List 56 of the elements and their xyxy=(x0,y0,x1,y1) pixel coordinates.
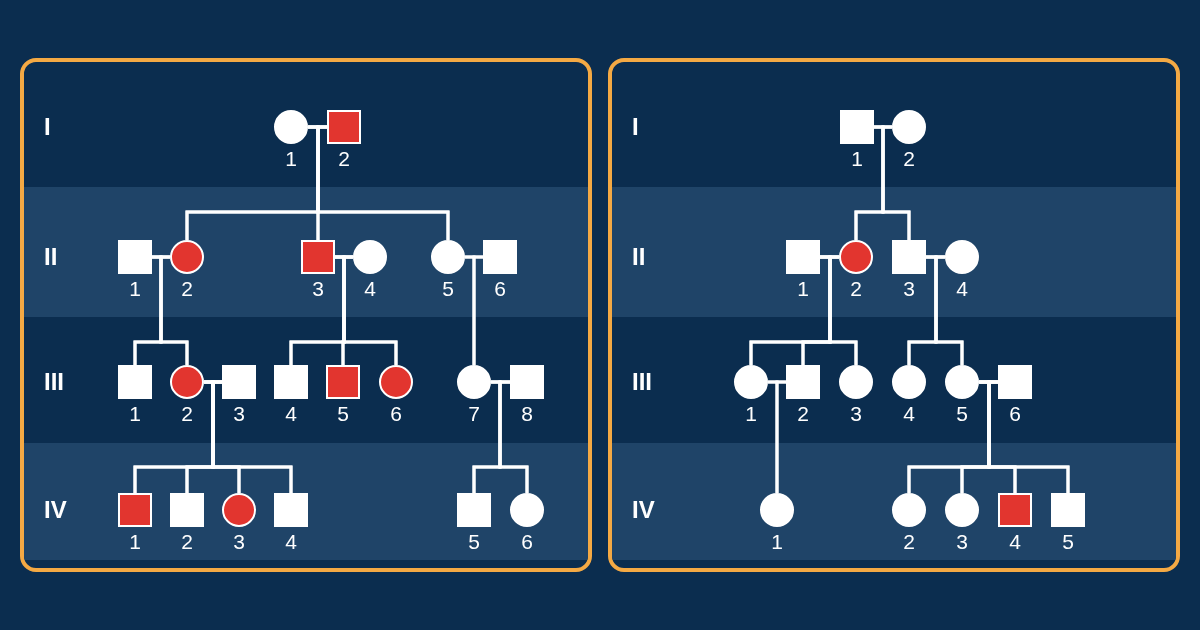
individual-number: 4 xyxy=(285,531,297,552)
generation-label: I xyxy=(632,115,639,139)
individual-number: 6 xyxy=(494,278,506,299)
individual-number: 3 xyxy=(233,531,245,552)
pedigree-line xyxy=(472,255,483,365)
individual-number: 3 xyxy=(850,403,862,424)
individual-number: 3 xyxy=(312,278,324,299)
individual-number: 5 xyxy=(442,278,454,299)
pedigree-line xyxy=(881,125,911,240)
individual-number: 8 xyxy=(521,403,533,424)
individual-number: 2 xyxy=(181,531,193,552)
individual-number: 2 xyxy=(797,403,809,424)
individual-number: 6 xyxy=(390,403,402,424)
individual-number: 2 xyxy=(181,278,193,299)
individual-number: 5 xyxy=(337,403,349,424)
individual-number: 2 xyxy=(903,531,915,552)
individual-number: 4 xyxy=(1009,531,1021,552)
individual-number: 3 xyxy=(956,531,968,552)
individual-number: 4 xyxy=(903,403,915,424)
individual-number: 4 xyxy=(956,278,968,299)
individual-number: 1 xyxy=(851,148,863,169)
individual-number: 1 xyxy=(797,278,809,299)
individual-number: 1 xyxy=(129,531,141,552)
pedigree-panel xyxy=(608,58,1180,572)
individual-number: 1 xyxy=(129,403,141,424)
individual-number: 5 xyxy=(468,531,480,552)
pedigree-line xyxy=(828,255,858,365)
individual-number: 5 xyxy=(1062,531,1074,552)
individual-number: 6 xyxy=(521,531,533,552)
individual-number: 1 xyxy=(129,278,141,299)
individual-number: 7 xyxy=(468,403,480,424)
individual-number: 1 xyxy=(285,148,297,169)
generation-label: IV xyxy=(632,498,655,522)
individual-number: 4 xyxy=(364,278,376,299)
individual-number: 3 xyxy=(903,278,915,299)
individual-number: 2 xyxy=(181,403,193,424)
individual-number: 4 xyxy=(285,403,297,424)
individual-number: 2 xyxy=(903,148,915,169)
individual-number: 5 xyxy=(956,403,968,424)
pedigree-line xyxy=(159,255,189,365)
individual-number: 3 xyxy=(233,403,245,424)
individual-number: 1 xyxy=(771,531,783,552)
generation-label: I xyxy=(44,115,51,139)
generation-label: IV xyxy=(44,498,67,522)
pedigree-line xyxy=(934,255,964,365)
generation-label: III xyxy=(44,370,64,394)
pedigree-line xyxy=(775,380,786,493)
pedigree-panel xyxy=(20,58,592,572)
generation-label: III xyxy=(632,370,652,394)
generation-label: II xyxy=(632,245,646,269)
individual-number: 6 xyxy=(1009,403,1021,424)
individual-number: 2 xyxy=(338,148,350,169)
pedigree-line xyxy=(498,380,529,493)
individual-number: 1 xyxy=(745,403,757,424)
individual-number: 2 xyxy=(850,278,862,299)
generation-label: II xyxy=(44,245,58,269)
